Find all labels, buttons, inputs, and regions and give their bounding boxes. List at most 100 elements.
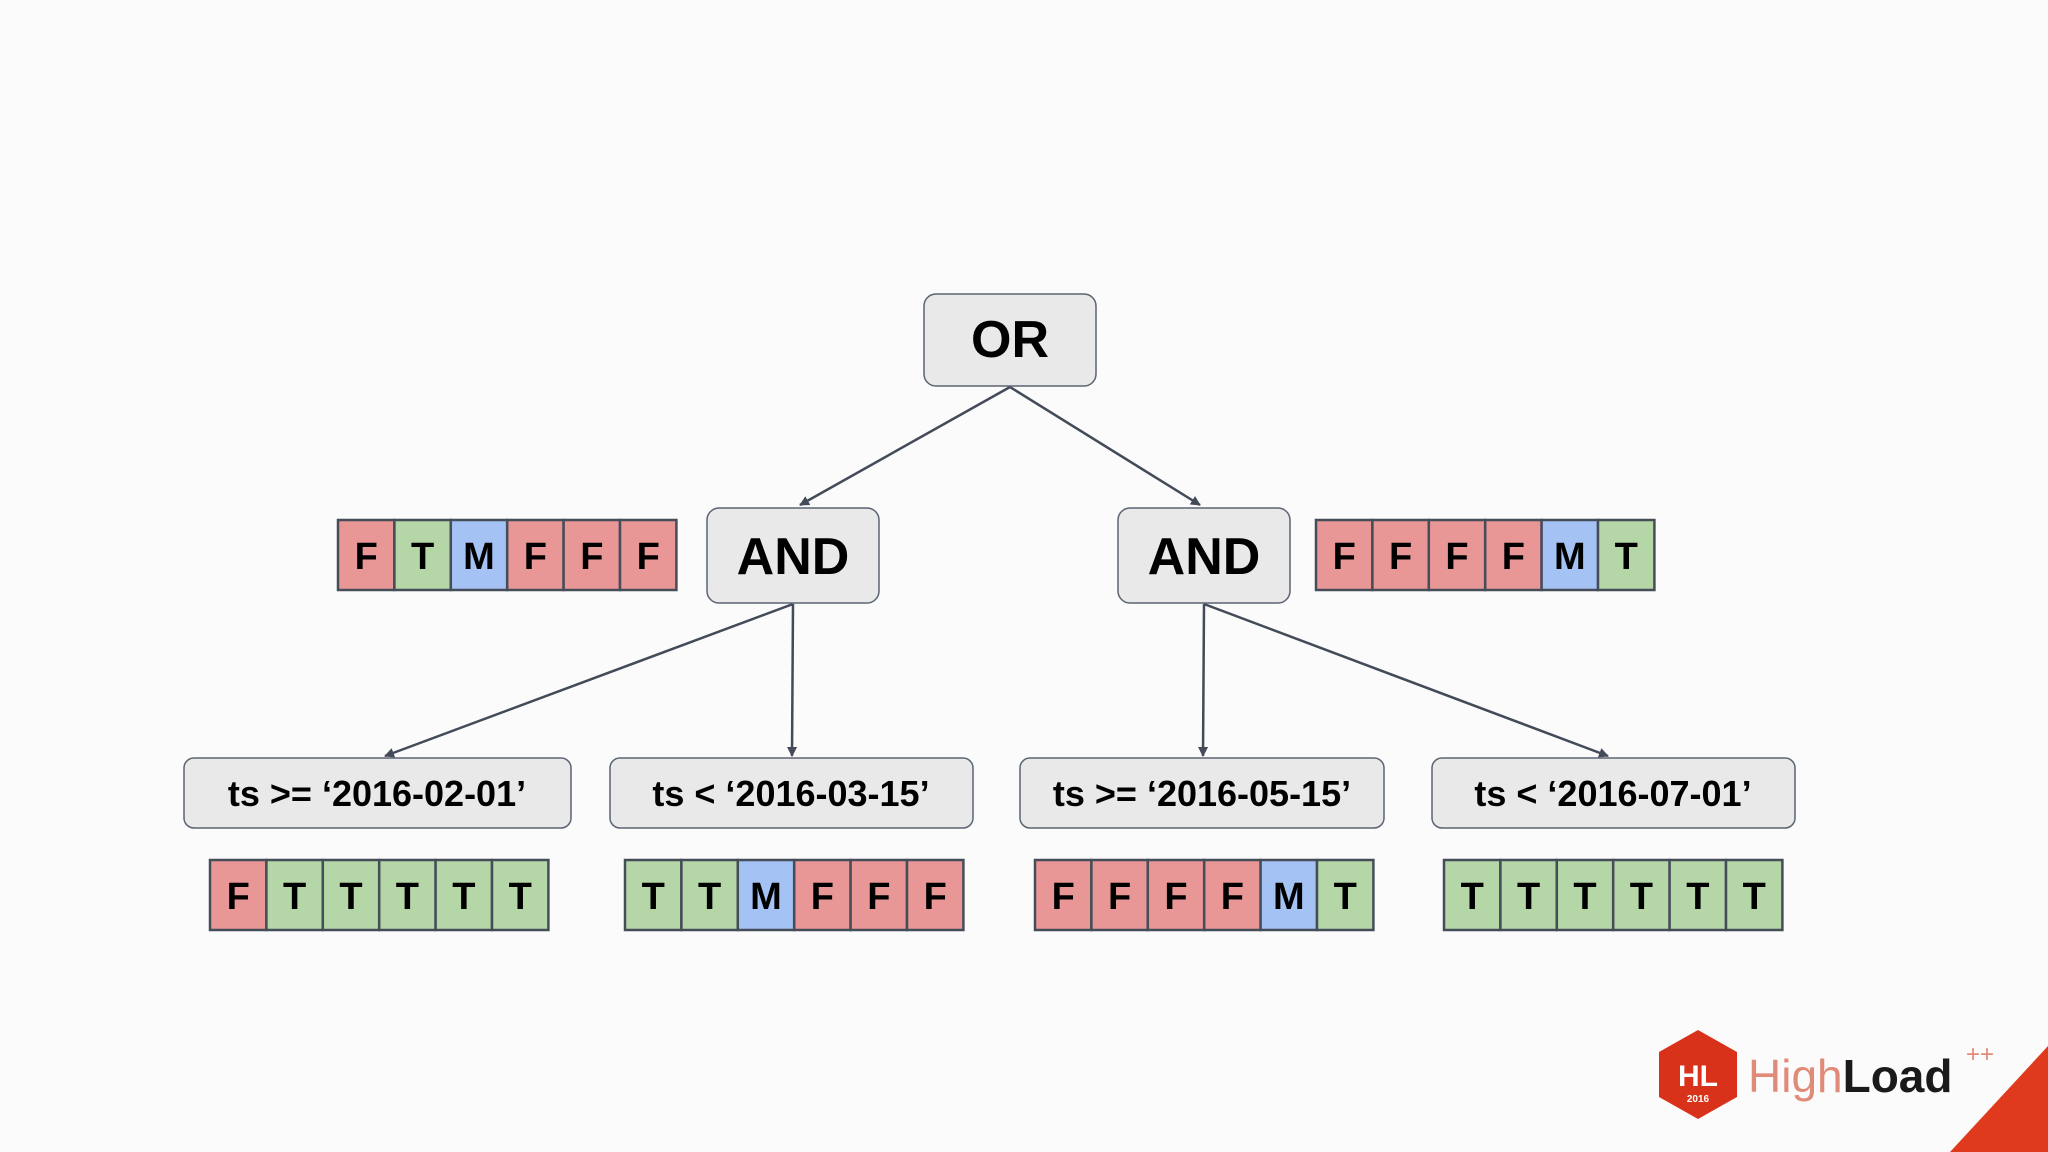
mark-cell-label: M xyxy=(1273,876,1305,918)
mark-cell-label: T xyxy=(1615,536,1638,578)
mark-cell-bg xyxy=(1596,518,1656,592)
mark-cell-label: T xyxy=(1334,876,1357,918)
mark-cell-bg xyxy=(449,518,509,592)
mark-cell-bg xyxy=(792,858,852,932)
mark-cell-bg xyxy=(1259,858,1319,932)
mark-cell-t: T xyxy=(1596,518,1656,592)
mark-cell-label: T xyxy=(698,876,721,918)
mark-cell-label: T xyxy=(452,876,475,918)
logo-high: High xyxy=(1748,1050,1843,1102)
mark-cell-bg xyxy=(434,858,494,932)
mark-cell-label: F xyxy=(1164,876,1187,918)
logo-year-text: 2016 xyxy=(1687,1094,1710,1105)
mark-cell-t: T xyxy=(1442,858,1502,932)
mark-cell-f: F xyxy=(792,858,852,932)
mark-cell-label: F xyxy=(811,876,834,918)
edge-or-to-and-left xyxy=(799,385,1011,507)
edge-and-right-to-leaf-3 xyxy=(1198,603,1209,757)
mark-cell-t: T xyxy=(490,858,550,932)
mark-cell-f: F xyxy=(1371,518,1431,592)
mark-cell-bg xyxy=(505,518,565,592)
mark-cell-label: F xyxy=(1333,536,1356,578)
mark-cell-t: T xyxy=(1724,858,1784,932)
mark-cell-bg xyxy=(1611,858,1671,932)
mark-cell-t: T xyxy=(1668,858,1728,932)
mark-cell-bg xyxy=(1442,858,1502,932)
mark-cell-f: F xyxy=(1427,518,1487,592)
mark-cell-f: F xyxy=(336,518,396,592)
mark-cell-label: F xyxy=(924,876,947,918)
mark-cell-m: M xyxy=(736,858,796,932)
mark-cell-t: T xyxy=(1611,858,1671,932)
mark-cell-bg xyxy=(1483,518,1543,592)
mark-cell-f: F xyxy=(562,518,622,592)
and-node-left: AND xyxy=(706,507,880,604)
logo-plus: ++ xyxy=(1966,1041,1994,1068)
mark-cell-bg xyxy=(1202,858,1262,932)
mark-cell-label: T xyxy=(339,876,362,918)
mark-cell-label: F xyxy=(1221,876,1244,918)
mark-cell-bg xyxy=(1499,858,1559,932)
mark-cell-label: T xyxy=(283,876,306,918)
and-node-label: AND xyxy=(1148,528,1261,586)
logo-badge-text: HL xyxy=(1678,1060,1718,1093)
mark-cell-label: F xyxy=(1502,536,1525,578)
tree-edges xyxy=(384,385,1609,758)
mark-cell-bg xyxy=(1427,518,1487,592)
mark-cell-bg xyxy=(1724,858,1784,932)
mark-cell-label: T xyxy=(509,876,532,918)
corner-accent xyxy=(1950,1046,2048,1152)
mark-cell-bg xyxy=(208,858,268,932)
mark-cell-bg xyxy=(265,858,325,932)
mark-cell-bg xyxy=(1090,858,1150,932)
mark-cell-bg xyxy=(490,858,550,932)
or-node-label: OR xyxy=(971,311,1049,369)
leaf-condition-label: ts < ‘2016-03-15’ xyxy=(652,773,929,814)
mark-cell-label: T xyxy=(642,876,665,918)
mark-cell-label: F xyxy=(1389,536,1412,578)
mark-cell-label: F xyxy=(637,536,660,578)
leaf-condition-label: ts >= ‘2016-02-01’ xyxy=(228,773,526,814)
mark-cell-t: T xyxy=(623,858,683,932)
mark-cell-t: T xyxy=(1315,858,1375,932)
leaf-condition-label: ts >= ‘2016-05-15’ xyxy=(1053,773,1351,814)
mark-cell-t: T xyxy=(1499,858,1559,932)
mark-cell-bg xyxy=(680,858,740,932)
leaf-condition-label: ts < ‘2016-07-01’ xyxy=(1474,773,1751,814)
mark-cell-bg xyxy=(321,858,381,932)
mark-cell-f: F xyxy=(208,858,268,932)
mark-cell-t: T xyxy=(377,858,437,932)
mark-cell-label: T xyxy=(396,876,419,918)
mark-cell-label: M xyxy=(1554,536,1586,578)
mark-cell-t: T xyxy=(393,518,453,592)
mark-cell-label: T xyxy=(1573,876,1596,918)
mark-cell-label: F xyxy=(1108,876,1131,918)
mark-cell-m: M xyxy=(1540,518,1600,592)
mark-cell-f: F xyxy=(905,858,965,932)
edge-and-left-to-leaf-2 xyxy=(787,603,798,757)
mark-cell-label: M xyxy=(463,536,495,578)
mark-cell-label: T xyxy=(1630,876,1653,918)
mark-cell-m: M xyxy=(1259,858,1319,932)
mark-cell-label: T xyxy=(1517,876,1540,918)
mark-cell-label: F xyxy=(580,536,603,578)
logo-load: Load xyxy=(1843,1050,1953,1102)
edge-or-to-and-right xyxy=(1009,385,1201,507)
mark-cell-t: T xyxy=(434,858,494,932)
mark-cell-label: F xyxy=(355,536,378,578)
leaf-node-4: ts < ‘2016-07-01’ xyxy=(1431,757,1796,829)
logo-hexagon xyxy=(1659,1030,1737,1119)
mark-cell-t: T xyxy=(680,858,740,932)
mark-cell-label: F xyxy=(1052,876,1075,918)
mark-cell-label: T xyxy=(1743,876,1766,918)
mark-cell-f: F xyxy=(1202,858,1262,932)
mark-cell-bg xyxy=(618,518,678,592)
mark-cell-f: F xyxy=(505,518,565,592)
mark-cell-bg xyxy=(905,858,965,932)
mark-cell-f: F xyxy=(1146,858,1206,932)
